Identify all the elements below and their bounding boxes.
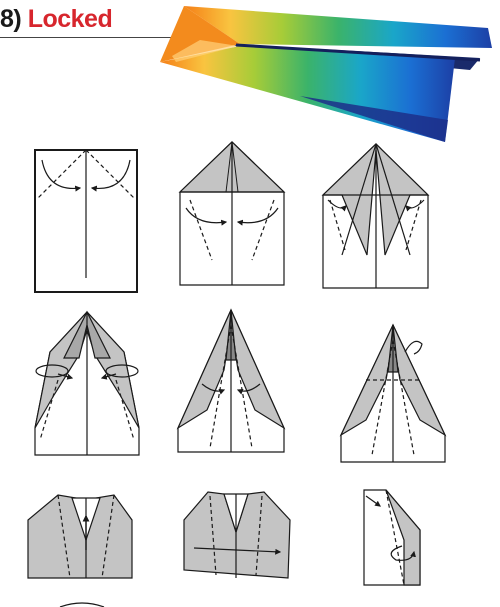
plane-nose-highlight [172,40,238,62]
paper-plane-illustration [160,6,492,142]
header-rule [0,37,180,38]
step-6-nose-tip-fold [339,323,447,463]
step-2-triangle-top [178,141,286,286]
next-step-partial [59,602,105,607]
step-5-long-nose [176,308,286,453]
plane-crease-line [235,43,481,62]
step-8-fold-in-half [183,491,291,579]
step-1-rectangle [34,149,138,293]
page-title: 8) Locked [0,4,113,34]
step-3-narrow-folds [321,143,430,289]
step-7-lock-fold [27,494,133,579]
plane-underside [300,96,448,142]
plane-top-wing [184,6,492,48]
title-number: 8) [0,5,22,33]
step-4-wings-folded [34,310,140,456]
title-text: Locked [27,5,113,33]
header: 8) Locked [0,0,500,40]
step-9-finished-side [363,489,421,586]
